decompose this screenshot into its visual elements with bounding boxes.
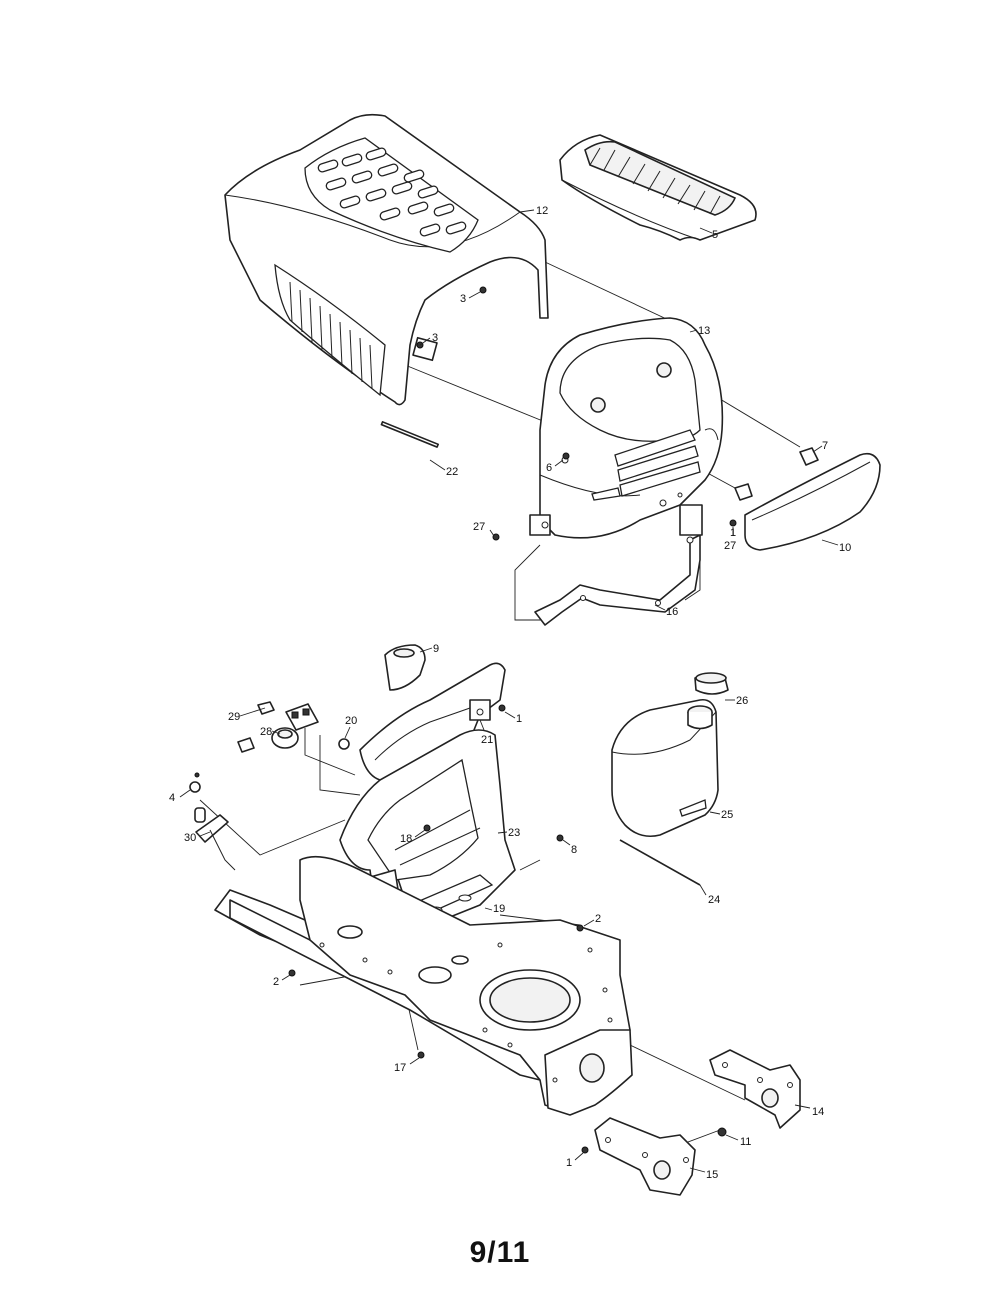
hood-hardware (380, 286, 819, 541)
callout-29: 29 (228, 711, 240, 723)
dash-panel-part-9 (359, 644, 506, 801)
bolt-part-11 (717, 1127, 727, 1137)
main-frame (214, 855, 633, 1116)
nut-part-27b (729, 519, 737, 527)
callout-9: 9 (433, 643, 439, 655)
callout-24: 24 (708, 894, 720, 906)
nut-part-6 (562, 452, 570, 460)
grille-bars (614, 429, 701, 497)
hood-part-12 (224, 113, 549, 406)
hood-side-grille-bars (289, 281, 373, 389)
axle-bracket-part-14 (709, 1049, 801, 1129)
nut-part-1c (581, 1146, 589, 1154)
throttle-part-30 (195, 814, 229, 843)
callout-2b: 2 (273, 976, 279, 988)
grille-part-13 (539, 317, 724, 539)
callout-18: 18 (400, 833, 412, 845)
bracket-part-16 (529, 504, 703, 626)
callout-labels: 12 5 3 3 13 7 6 22 27 27 1 10 16 9 1 21 … (169, 205, 851, 1181)
nut-part-2b (288, 969, 296, 977)
callout-26: 26 (736, 695, 748, 707)
callout-23: 23 (508, 827, 520, 839)
frame-holes (319, 942, 613, 1083)
callout-1c: 1 (566, 1157, 572, 1169)
bolt-part-22 (380, 421, 439, 448)
callout-16: 16 (666, 606, 678, 618)
shield-ribs (589, 147, 721, 215)
callout-20: 20 (345, 715, 357, 727)
callout-11: 11 (740, 1136, 751, 1148)
callout-17: 17 (394, 1062, 406, 1074)
callout-30: 30 (184, 832, 196, 844)
callout-25: 25 (721, 809, 733, 821)
callout-22: 22 (446, 466, 458, 478)
axle-bracket-part-15 (594, 1117, 696, 1196)
knob-part-4 (189, 781, 201, 793)
hood-top-vent-slots (317, 147, 467, 237)
callout-27a: 27 (473, 521, 485, 533)
callout-1b: 1 (516, 713, 522, 725)
nut-part-18 (423, 824, 431, 832)
callout-3a: 3 (460, 293, 466, 305)
nut-part-20 (338, 738, 350, 750)
knob-part-7b (734, 483, 753, 501)
bumper-part-10 (744, 452, 881, 551)
callout-1a: 1 (730, 527, 736, 539)
frame-hardware (288, 704, 727, 1154)
nut-part-2a (576, 924, 584, 932)
callout-15: 15 (706, 1169, 718, 1181)
knob-part-7 (799, 447, 819, 466)
page-number: 9/11 (469, 1236, 531, 1269)
callout-8: 8 (571, 844, 577, 856)
callout-2a: 2 (595, 913, 601, 925)
callout-14: 14 (812, 1106, 824, 1118)
callout-5: 5 (712, 229, 718, 241)
strap-part-24 (619, 839, 701, 886)
key-part-29 (257, 701, 275, 715)
callout-21: 21 (481, 734, 493, 746)
callout-4: 4 (169, 792, 175, 804)
callout-3b: 3 (432, 332, 438, 344)
callout-12: 12 (536, 205, 548, 217)
callout-19: 19 (493, 903, 505, 915)
callout-27b: 27 (724, 540, 736, 552)
nut-part-17 (417, 1051, 425, 1059)
callout-6: 6 (546, 462, 552, 474)
screw-part-3a (479, 286, 487, 294)
nut-part-1a (498, 704, 506, 712)
callout-10: 10 (839, 542, 851, 554)
switch-part-29 (285, 703, 319, 731)
nut-part-8 (556, 834, 564, 842)
callout-28: 28 (260, 726, 272, 738)
fuel-tank-part-25 (611, 672, 729, 886)
callout-leaders (179, 209, 839, 1173)
callout-7: 7 (822, 440, 828, 452)
callout-13: 13 (698, 325, 710, 337)
nut-part-27a (492, 533, 500, 541)
plug-part-29 (237, 737, 255, 753)
shield-part-5 (559, 134, 757, 241)
